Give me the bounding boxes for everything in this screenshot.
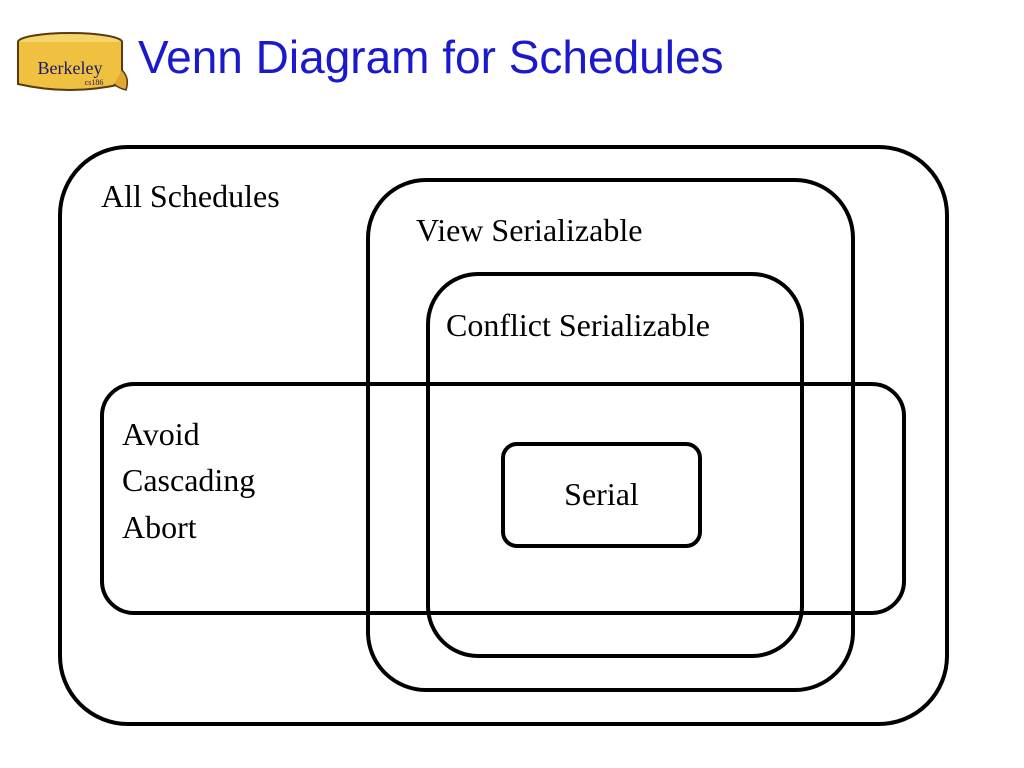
logo-subtext: cs186 — [85, 78, 104, 87]
region-serial — [501, 442, 702, 548]
region-all-schedules — [58, 145, 949, 726]
label-all-schedules: All Schedules — [101, 178, 280, 214]
label-aca-line-1: Avoid — [122, 416, 200, 452]
label-avoid-cascading-abort: Avoid Cascading Abort — [122, 411, 322, 550]
region-avoid-cascading-abort — [100, 382, 906, 615]
label-aca-line-3: Abort — [122, 508, 197, 545]
label-aca-line-2: Cascading — [122, 462, 256, 499]
label-view-serializable: View Serializable — [416, 212, 643, 248]
region-conflict-serializable — [426, 272, 804, 658]
berkeley-logo: Berkeley cs186 — [17, 32, 129, 91]
region-view-serializable — [366, 178, 855, 692]
slide-title: Venn Diagram for Schedules — [138, 31, 724, 83]
label-conflict-serializable: Conflict Serializable — [446, 307, 710, 343]
logo-text: Berkeley — [38, 58, 103, 78]
label-serial: Serial — [564, 476, 639, 512]
